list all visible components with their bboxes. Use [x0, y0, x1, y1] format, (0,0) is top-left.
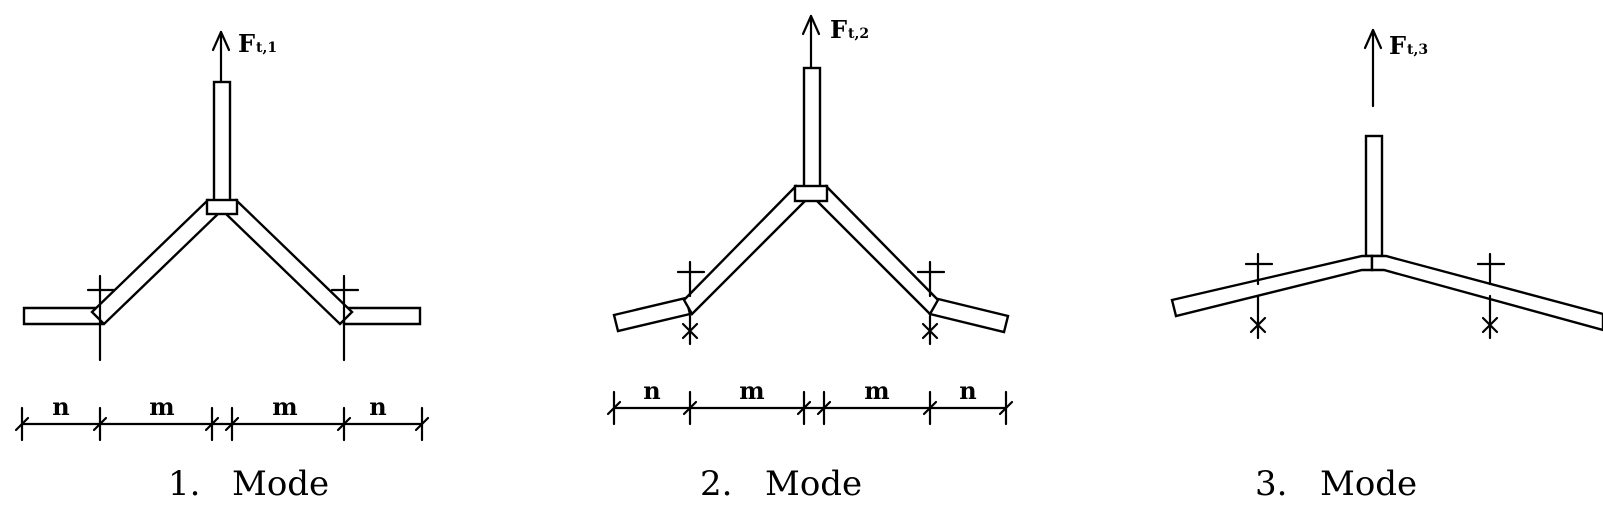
hinge-marker-left-mode-2	[676, 260, 706, 298]
force-label-mode-2: Ft,2	[830, 15, 869, 44]
mode-number-2: 2.	[700, 464, 732, 504]
web-plate-mode-2	[802, 66, 822, 190]
dimension-label-n-right-mode-2: n	[959, 376, 976, 405]
mode-caption-2: Mode	[765, 464, 862, 504]
flange-incline-right-mode-1	[222, 198, 354, 326]
mode-number-1: 1.	[168, 464, 200, 504]
mode-3-panel: Ft,3 3. Mode	[1170, 28, 1603, 504]
dimension-line-mode-1	[14, 406, 430, 442]
flange-right-mode-1	[342, 306, 422, 326]
mode-2-panel: Ft,2	[606, 14, 1014, 504]
hinge-marker-right-mode-1	[330, 274, 360, 362]
dimension-label-m-left-mode-1: m	[149, 392, 174, 421]
mode-caption-3: Mode	[1320, 464, 1417, 504]
hinge-marker-right-mode-3	[1476, 252, 1506, 286]
dimension-label-m-left-mode-2: m	[739, 376, 764, 405]
flange-incline-left-mode-2	[682, 184, 810, 316]
bolt-cross-right-mode-2	[921, 314, 939, 346]
bolt-cross-left-mode-2	[681, 314, 699, 346]
dimension-line-mode-2	[606, 390, 1014, 426]
dimension-label-n-right-mode-1: n	[369, 392, 386, 421]
flange-right-mode-2	[928, 296, 1010, 334]
flange-incline-left-mode-1	[90, 198, 222, 326]
force-label-mode-3: Ft,3	[1389, 31, 1428, 60]
dimension-label-n-left-mode-2: n	[643, 376, 660, 405]
bolt-cross-left-mode-3	[1249, 294, 1267, 340]
flange-left-mode-1	[22, 306, 104, 326]
hinge-marker-right-mode-2	[916, 260, 946, 298]
force-label-mode-1: Ft,1	[238, 29, 277, 58]
web-plate-mode-3	[1364, 134, 1384, 258]
flange-incline-right-mode-2	[812, 184, 940, 316]
force-arrow-mode-3	[1363, 28, 1383, 108]
mode-number-3: 3.	[1255, 464, 1287, 504]
dimension-label-n-left-mode-1: n	[52, 392, 69, 421]
hinge-marker-left-mode-1	[86, 274, 116, 362]
flange-left-mode-2	[612, 296, 692, 333]
dimension-label-m-right-mode-1: m	[272, 392, 297, 421]
flange-right-mode-3	[1370, 254, 1603, 332]
hinge-marker-left-mode-3	[1244, 252, 1274, 286]
weld-mode-2	[793, 184, 829, 203]
mode-caption-1: Mode	[232, 464, 329, 504]
web-plate-mode-1	[212, 80, 232, 206]
bolt-cross-right-mode-3	[1481, 294, 1499, 340]
weld-mode-1	[205, 198, 239, 216]
mode-1-panel: Ft,1	[14, 29, 430, 504]
dimension-label-m-right-mode-2: m	[864, 376, 889, 405]
